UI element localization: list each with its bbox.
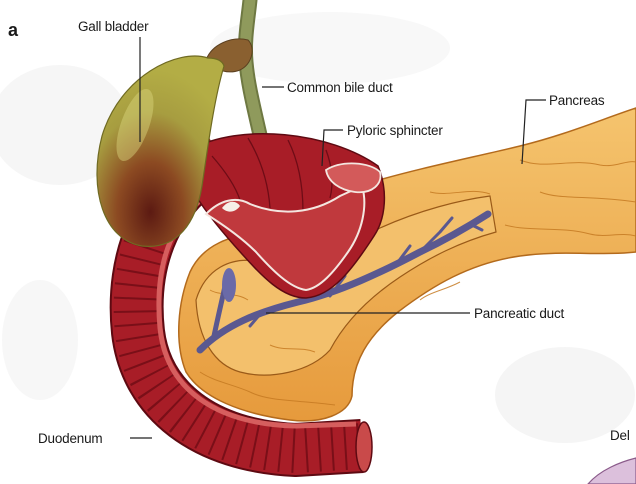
label-duodenum: Duodenum [38, 431, 102, 446]
gall-bladder [97, 56, 224, 246]
label-common-bile-duct: Common bile duct [287, 80, 393, 95]
label-pyloric-sphincter: Pyloric sphincter [347, 123, 443, 138]
duodenum-cut-end [356, 422, 372, 472]
panel-letter: a [8, 20, 19, 40]
label-pancreatic-duct: Pancreatic duct [474, 306, 564, 321]
label-pancreas: Pancreas [549, 93, 605, 108]
label-cut-off: Del [610, 428, 630, 443]
adjacent-figure-fragment [588, 458, 636, 484]
accessory-duct-ampulla [222, 268, 236, 302]
label-gall-bladder: Gall bladder [78, 19, 149, 34]
